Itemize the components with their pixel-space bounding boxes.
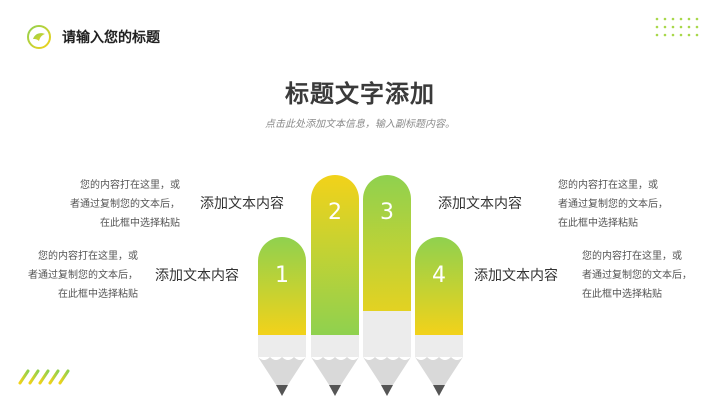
pencil-number: 3: [380, 200, 394, 225]
decorative-stripes: [18, 369, 70, 385]
desc-line: 您的内容打在这里，或: [558, 180, 658, 191]
desc-line: 您的内容打在这里，或: [38, 251, 138, 262]
main-title: 标题文字添加: [285, 80, 435, 108]
desc-line: 在此框中选择粘贴: [582, 289, 662, 300]
item-3-label: 添加文本内容: [438, 196, 522, 212]
item-4-description: 您的内容打在这里，或 者通过复制您的文本后， 在此框中选择粘贴: [582, 247, 720, 304]
header-title: 请输入您的标题: [62, 30, 160, 46]
desc-line: 您的内容打在这里，或: [582, 251, 682, 262]
desc-line: 者通过复制您的文本后，: [582, 270, 692, 281]
desc-line: 在此框中选择粘贴: [58, 289, 138, 300]
leaf-logo-icon: [27, 25, 51, 49]
pencil-number: 2: [328, 200, 342, 225]
desc-line: 您的内容打在这里，或: [80, 180, 180, 191]
desc-line: 者通过复制您的文本后，: [28, 270, 138, 281]
item-1-description: 您的内容打在这里，或 者通过复制您的文本后， 在此框中选择粘贴: [0, 247, 138, 304]
pencil-3: 3: [363, 175, 411, 396]
item-1-label: 添加文本内容: [155, 268, 239, 284]
desc-line: 在此框中选择粘贴: [558, 218, 638, 229]
item-2-description: 您的内容打在这里，或 者通过复制您的文本后， 在此框中选择粘贴: [30, 176, 180, 233]
item-4-label: 添加文本内容: [474, 268, 558, 284]
decorative-dots: [655, 17, 699, 37]
pencil-2: 2: [311, 175, 359, 396]
desc-line: 者通过复制您的文本后，: [558, 199, 668, 210]
pencil-number: 1: [275, 263, 289, 288]
pencil-1: 1: [258, 237, 306, 396]
desc-line: 者通过复制您的文本后，: [70, 199, 180, 210]
subtitle: 点击此处添加文本信息，输入副标题内容。: [265, 119, 455, 130]
desc-line: 在此框中选择粘贴: [100, 218, 180, 229]
item-3-description: 您的内容打在这里，或 者通过复制您的文本后， 在此框中选择粘贴: [558, 176, 708, 233]
pencil-group: 1 2 3 4: [258, 175, 463, 396]
pencil-4: 4: [415, 237, 463, 396]
item-2-label: 添加文本内容: [200, 196, 284, 212]
pencil-number: 4: [432, 263, 446, 288]
